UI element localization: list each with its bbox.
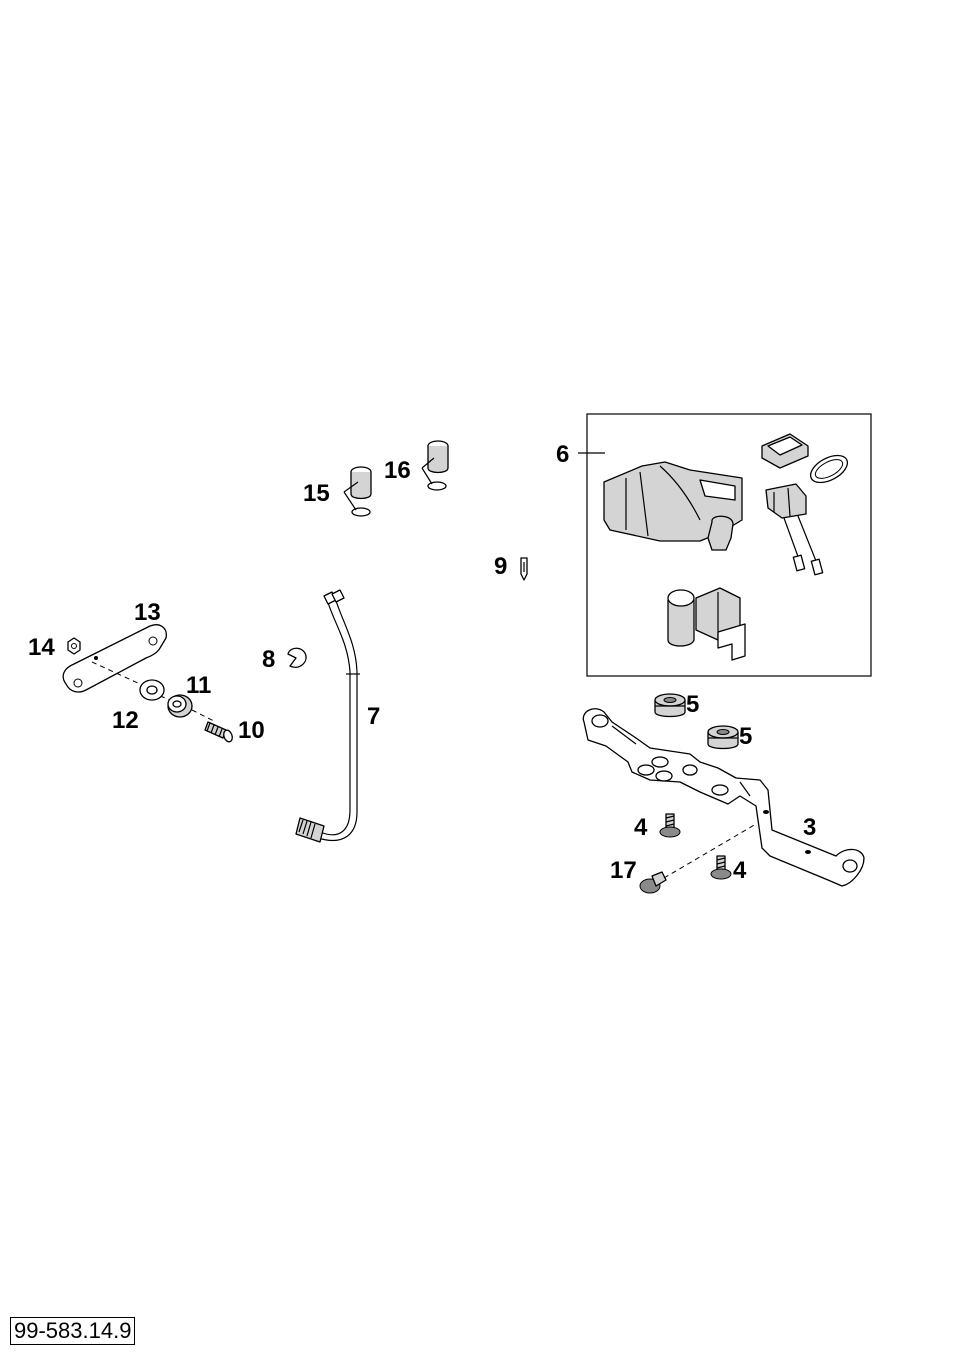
switch-housing <box>603 461 743 551</box>
plug-15-group <box>343 466 372 517</box>
bracket-13 <box>62 624 167 693</box>
screw-10 <box>204 721 233 743</box>
screw-4a <box>659 813 681 838</box>
callout-14: 14 <box>28 634 55 661</box>
callout-7: 7 <box>367 703 380 730</box>
clip-8 <box>287 647 307 668</box>
callout-10: 10 <box>238 717 265 744</box>
callout-5a: 5 <box>686 691 699 718</box>
lock-cylinder <box>667 587 746 661</box>
bolt-17 <box>639 823 757 894</box>
callout-4a: 4 <box>634 814 648 841</box>
callout-9: 9 <box>494 553 507 580</box>
nut-14 <box>67 637 81 655</box>
callout-15: 15 <box>303 480 330 507</box>
callout-13: 13 <box>134 599 161 626</box>
callout-12: 12 <box>112 707 139 734</box>
callout-3: 3 <box>803 814 816 841</box>
switch-cap <box>761 433 809 469</box>
pin-9 <box>520 557 528 581</box>
callout-4b: 4 <box>733 857 747 884</box>
bracket-3 <box>582 708 865 887</box>
screw-4b <box>710 855 732 880</box>
washer-12 <box>139 679 165 701</box>
callout-5b: 5 <box>739 723 752 750</box>
ignition-kit-group <box>578 413 872 677</box>
kit-box <box>586 413 872 677</box>
reference-code: 99-583.14.9 <box>10 1317 136 1345</box>
grommet-5b <box>707 725 739 750</box>
switch-connector <box>765 483 824 576</box>
grommet-5a <box>654 693 686 718</box>
callout-11: 11 <box>186 672 211 699</box>
callout-17: 17 <box>610 857 637 884</box>
callout-8: 8 <box>262 646 275 673</box>
oval-gasket <box>809 454 849 484</box>
plug-16-group <box>421 440 449 491</box>
callout-16: 16 <box>384 457 411 484</box>
cable-7 <box>295 589 360 843</box>
callout-6: 6 <box>556 441 569 468</box>
spacer-11 <box>167 694 193 718</box>
